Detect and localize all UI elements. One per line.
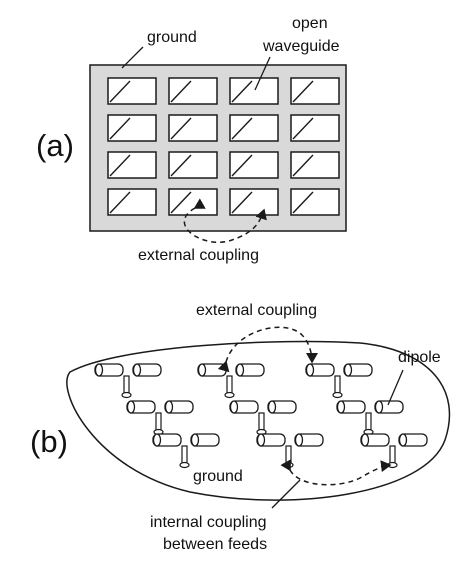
ground-label-b: ground	[193, 468, 243, 485]
waveguide-cell	[107, 114, 157, 142]
dipole-element	[197, 363, 265, 399]
internal-coupling-label-line2: between feeds	[163, 536, 267, 553]
dipole-element	[336, 400, 404, 436]
waveguide-cell	[107, 188, 157, 216]
waveguide-cell	[229, 114, 279, 142]
waveguide-cell	[229, 188, 279, 216]
dipole-element	[94, 363, 162, 399]
waveguide-cell	[168, 114, 218, 142]
waveguide-cell	[107, 77, 157, 105]
waveguide-leader-line	[254, 56, 271, 91]
waveguide-label-line1: open	[292, 15, 328, 32]
waveguide-cell	[168, 77, 218, 105]
panel-b: (b) external coupling dipole ground inte…	[30, 302, 451, 553]
waveguide-label-line2: waveguide	[262, 38, 340, 55]
waveguide-cell	[168, 188, 218, 216]
internal-coupling-label-line1: internal coupling	[150, 514, 267, 531]
waveguide-cell	[168, 151, 218, 179]
internal-leader-line	[271, 479, 301, 509]
waveguide-cell	[290, 151, 340, 179]
ground-leader-line	[121, 46, 144, 69]
external-coupling-label-a: external coupling	[138, 247, 259, 264]
waveguide-cell	[229, 77, 279, 105]
dipole-element	[256, 433, 324, 469]
dipole-element	[360, 433, 428, 469]
external-coupling-label-b: external coupling	[196, 302, 317, 319]
dipole-label: dipole	[398, 349, 441, 366]
dipole-array	[94, 363, 428, 469]
waveguide-array	[107, 77, 340, 216]
ground-outline	[66, 340, 451, 501]
dipole-leader-line	[387, 369, 404, 406]
waveguide-cell	[229, 151, 279, 179]
panel-a-label: (a)	[36, 128, 74, 163]
internal-coupling-arrow	[280, 459, 392, 486]
waveguide-cell	[290, 114, 340, 142]
dipole-element	[229, 400, 297, 436]
panel-a: (a) ground open waveguide external coupl…	[36, 15, 347, 264]
waveguide-cell	[290, 77, 340, 105]
dipole-element	[305, 363, 373, 399]
waveguide-cell	[290, 188, 340, 216]
external-coupling-arrow-b	[217, 326, 318, 373]
panel-b-label: (b)	[30, 424, 68, 459]
ground-label: ground	[147, 29, 197, 46]
external-coupling-arrow-a	[183, 198, 267, 243]
dipole-element	[152, 433, 220, 469]
waveguide-cell	[107, 151, 157, 179]
dipole-element	[126, 400, 194, 436]
